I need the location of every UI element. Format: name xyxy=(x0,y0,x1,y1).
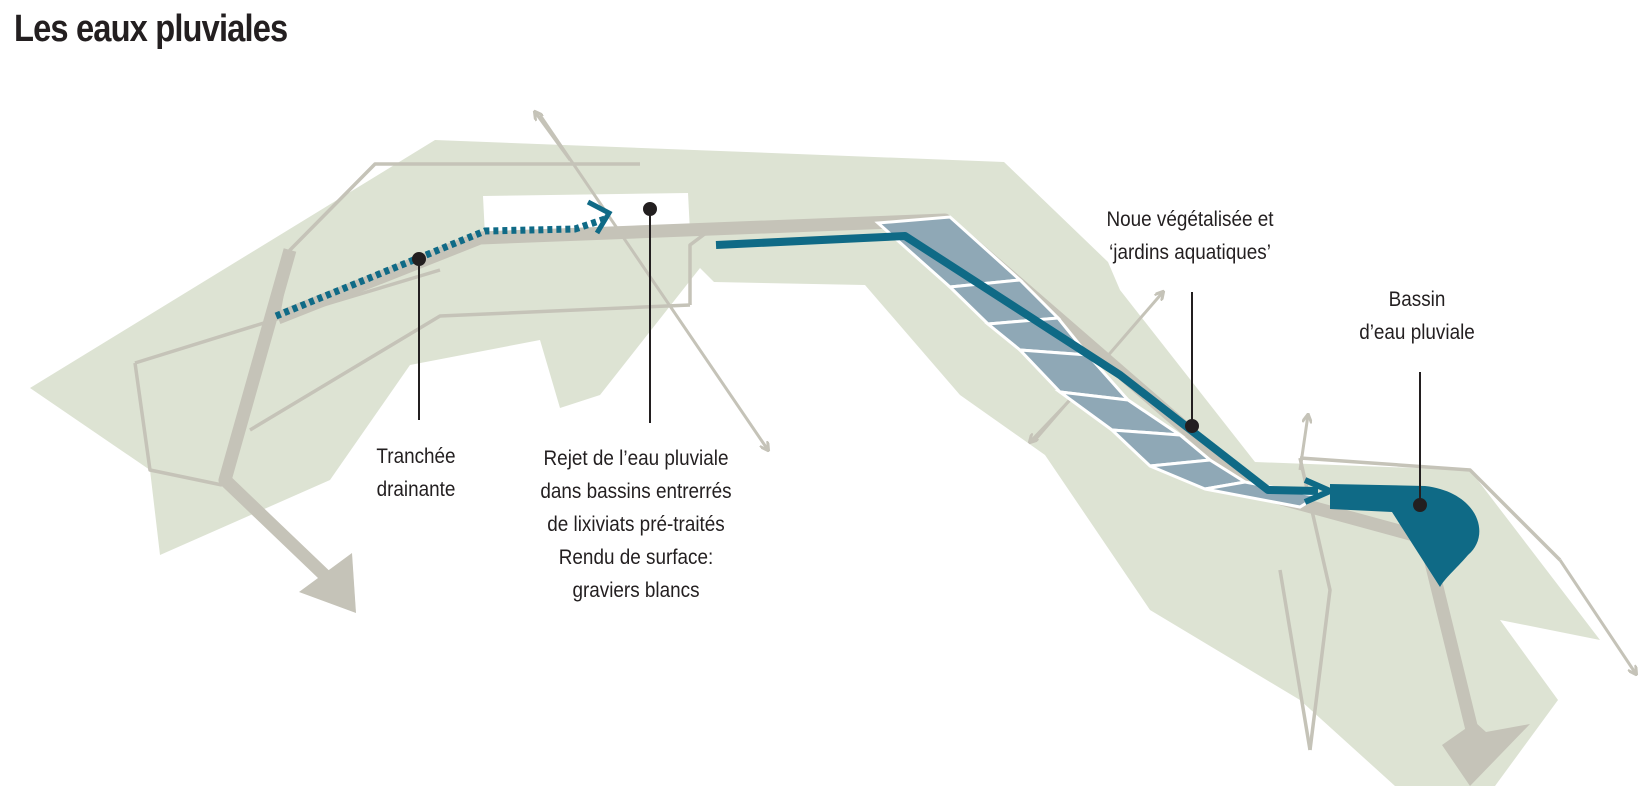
gravel-surface-area xyxy=(483,193,690,236)
drainage-trench-dashed xyxy=(274,215,607,320)
label-noue-vegetalisee: Noue végétalisée et ‘jardins aquatiques’ xyxy=(1106,203,1273,269)
label-line: Noue végétalisée et xyxy=(1106,208,1274,231)
label-bassin-eau-pluviale: Bassin d’eau pluviale xyxy=(1359,283,1475,349)
label-line: drainante xyxy=(376,478,456,501)
label-line: Tranchée xyxy=(376,445,456,468)
label-line: de lixiviats pré-traités xyxy=(547,513,725,536)
label-line: d’eau pluviale xyxy=(1359,321,1475,344)
trench-arrowhead xyxy=(586,199,613,235)
label-tranchee-drainante: Tranchée drainante xyxy=(376,440,455,506)
label-line: Rejet de l’eau pluviale xyxy=(543,447,729,470)
stormwater-basin xyxy=(1330,484,1480,587)
label-line: graviers blancs xyxy=(572,579,700,602)
page-title: Les eaux pluviales xyxy=(14,8,288,50)
noue-cells xyxy=(874,215,1323,509)
callout-lines xyxy=(412,202,1427,512)
label-rejet-eau-pluviale: Rejet de l’eau pluviale dans bassins ent… xyxy=(540,442,731,607)
label-line: Rendu de surface: xyxy=(558,546,714,569)
label-line: ‘jardins aquatiques’ xyxy=(1109,241,1271,264)
land-area-west xyxy=(30,140,1600,786)
stormwater-flow-line xyxy=(715,232,1319,495)
road-arrowhead-south xyxy=(1442,722,1530,786)
label-line: dans bassins entrerrés xyxy=(540,480,732,503)
road-arrowhead-southwest xyxy=(299,553,356,613)
label-line: Bassin xyxy=(1388,288,1446,311)
